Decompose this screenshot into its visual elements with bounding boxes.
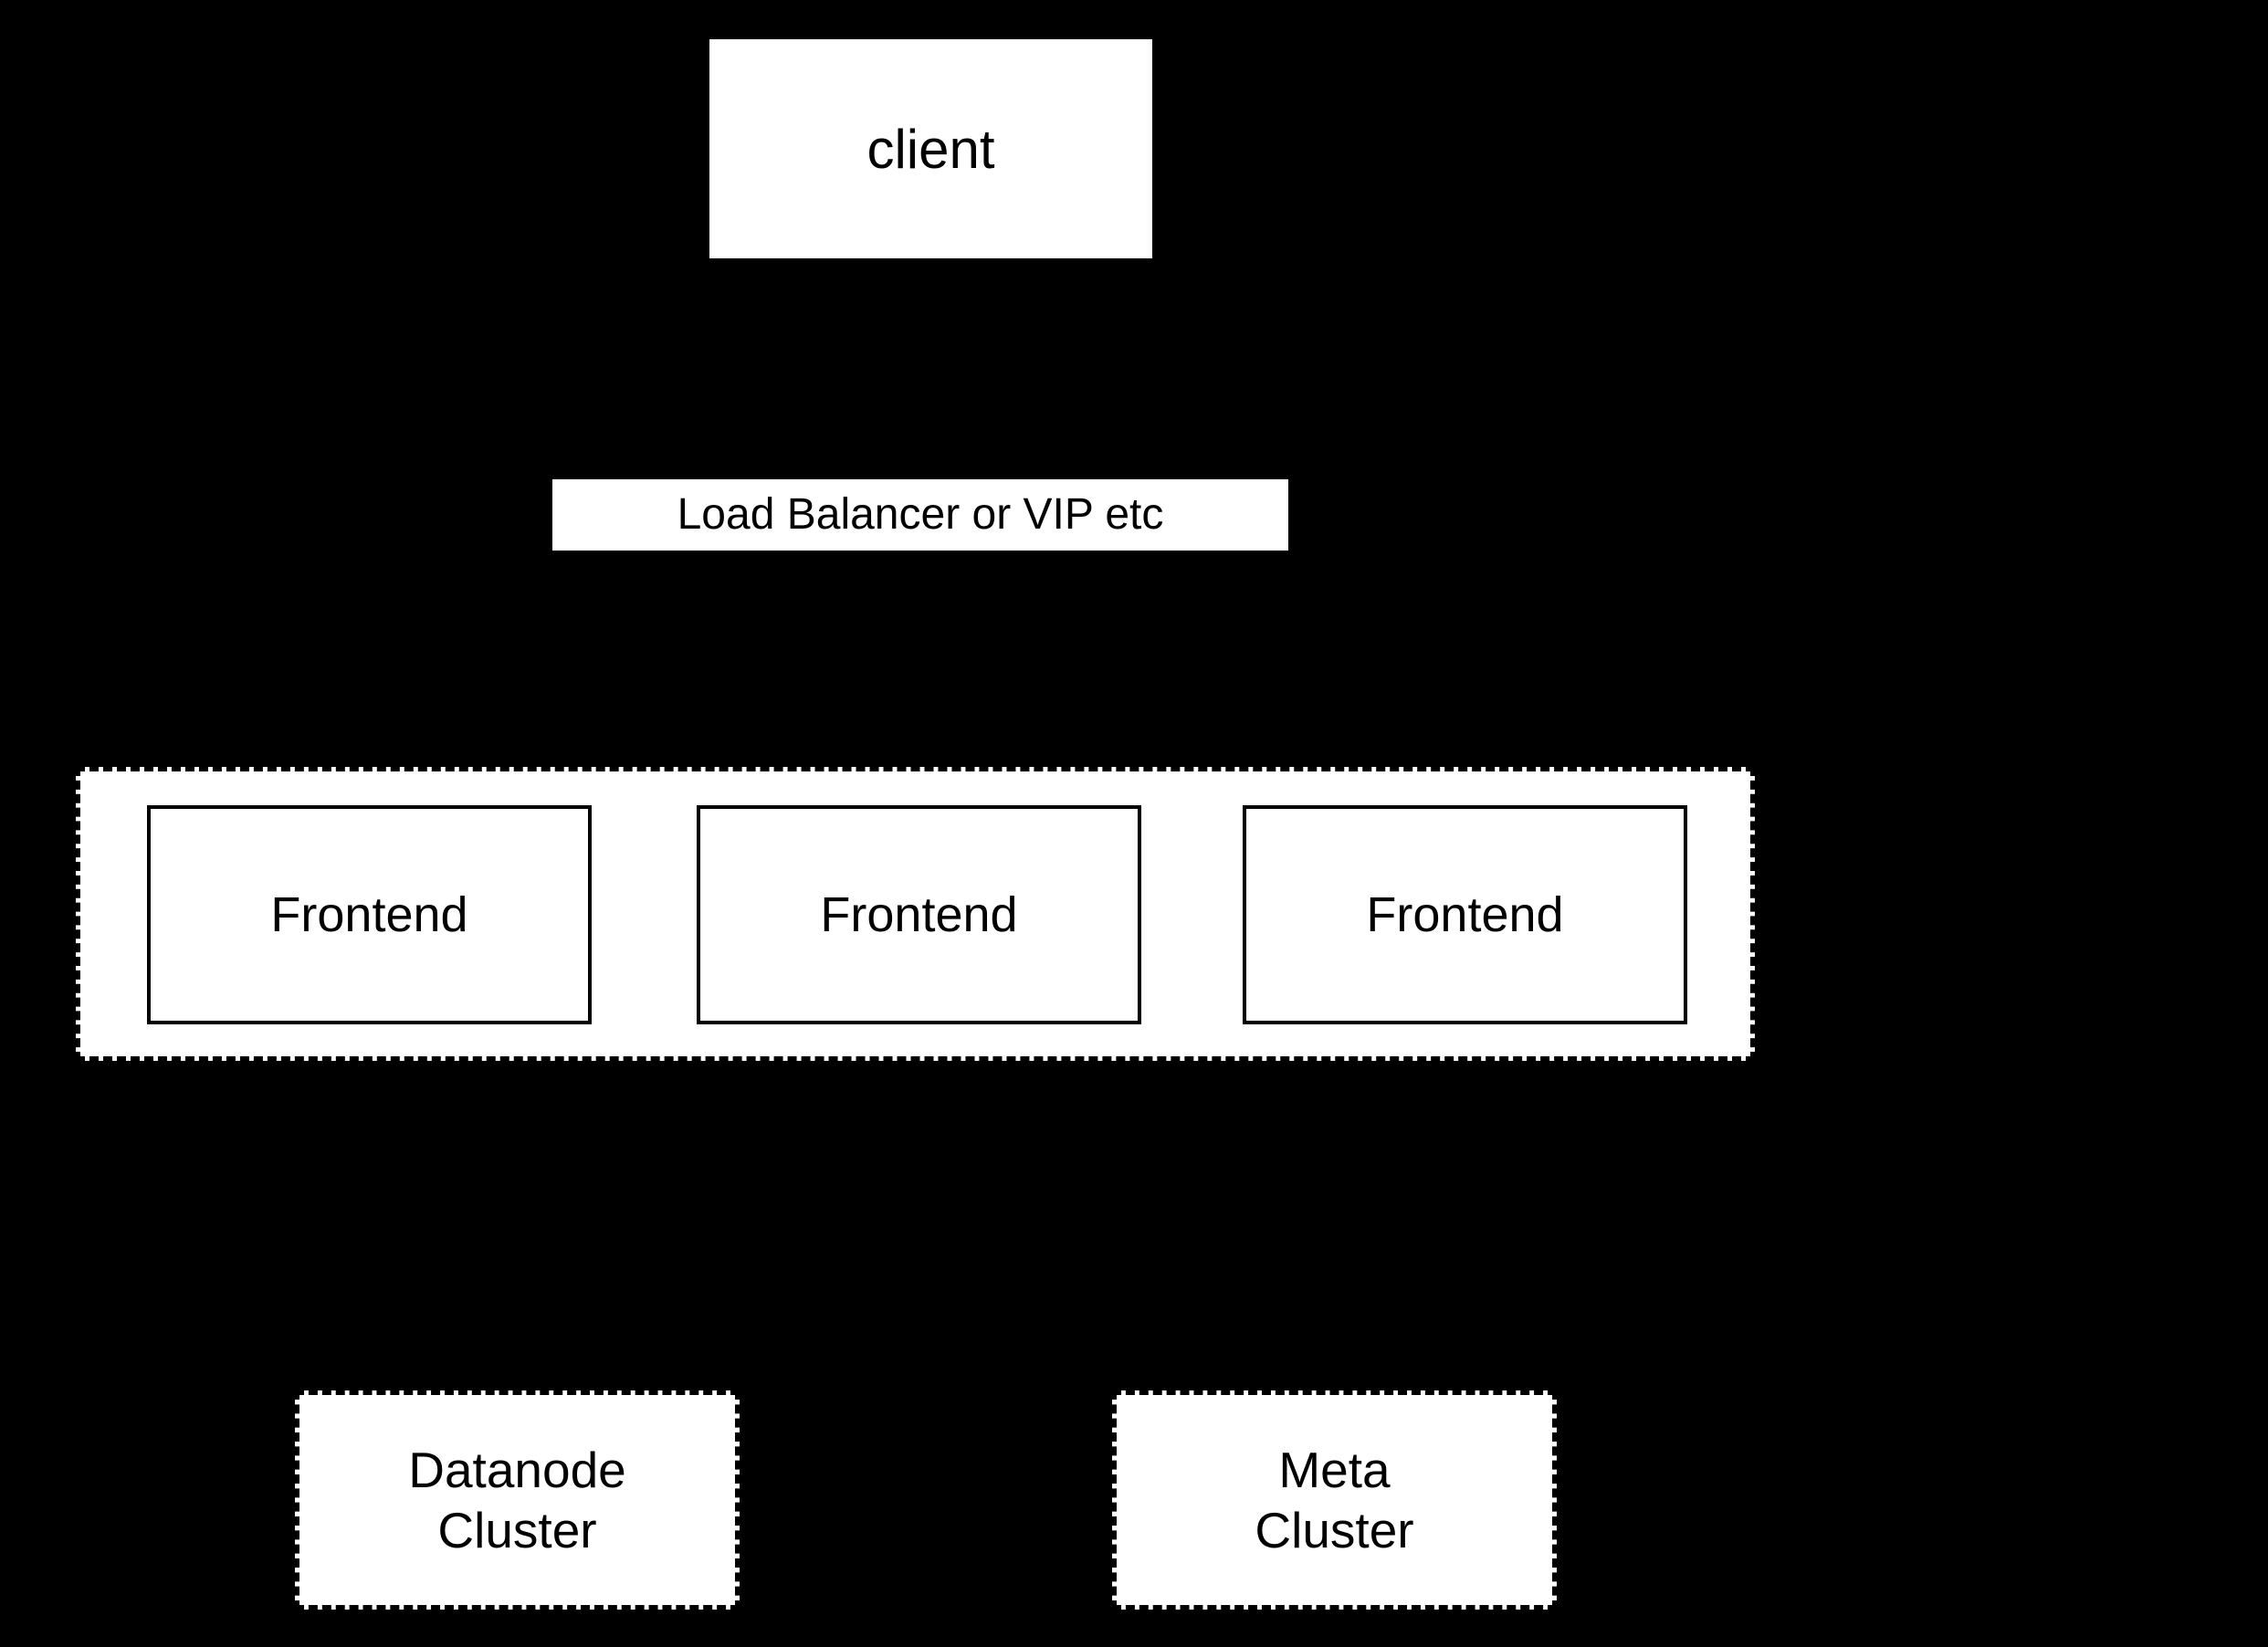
client-label: client (866, 118, 995, 180)
datanode-cluster-node: Datanode Cluster (295, 1390, 740, 1610)
datanode-cluster-label-line2: Cluster (437, 1502, 597, 1558)
frontend-node-1: Frontend (147, 805, 592, 1024)
meta-cluster-label-line2: Cluster (1255, 1502, 1414, 1558)
load-balancer-node: Load Balancer or VIP etc (552, 479, 1288, 551)
frontend-label-1: Frontend (270, 886, 468, 942)
datanode-cluster-label-line1: Datanode (408, 1442, 626, 1498)
client-node: client (709, 39, 1152, 258)
frontend-label-2: Frontend (820, 886, 1018, 942)
meta-cluster-node: Meta Cluster (1112, 1390, 1557, 1610)
frontend-cluster-container: Frontend Frontend Frontend (76, 767, 1755, 1061)
frontend-node-2: Frontend (697, 805, 1141, 1024)
frontend-label-3: Frontend (1366, 886, 1564, 942)
meta-cluster-label-line1: Meta (1278, 1442, 1391, 1498)
load-balancer-label: Load Balancer or VIP etc (677, 490, 1164, 540)
frontend-node-3: Frontend (1243, 805, 1687, 1024)
